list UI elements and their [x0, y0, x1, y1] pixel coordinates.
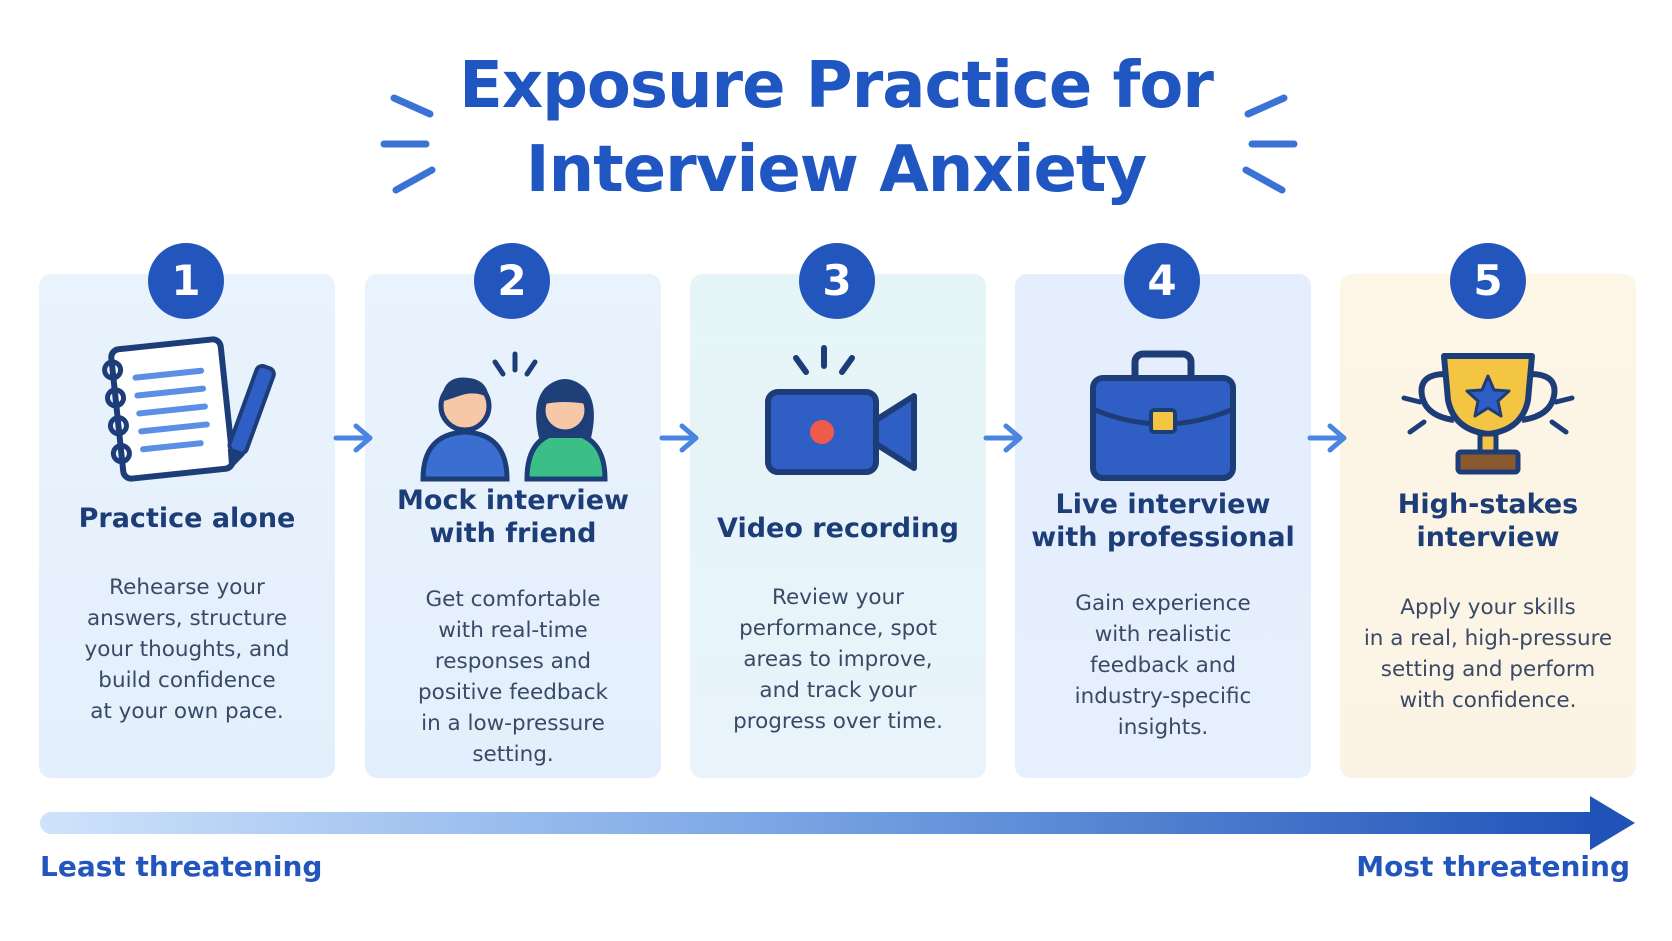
step-card-3: Video recording Review your performance,… [690, 274, 986, 778]
right-burst-icon [1232, 86, 1302, 196]
arrow-right-icon [983, 423, 1023, 453]
title-line-2: Interview Anxiety [525, 133, 1147, 207]
step-number-badge-2: 2 [474, 243, 550, 319]
step-label-1: Practice alone [78, 503, 296, 534]
step-number-badge-4: 4 [1124, 243, 1200, 319]
trophy-icon [1340, 334, 1636, 484]
step-description-2: Get comfortable with real-time responses… [418, 587, 608, 767]
arrow-right-icon [659, 423, 699, 453]
step-label-5: High-stakes interview [1397, 489, 1579, 553]
page-title: Exposure Practice for Interview Anxiety [386, 44, 1286, 212]
step-number-badge-3: 3 [799, 243, 875, 319]
title-line-1: Exposure Practice for [459, 49, 1214, 123]
step-description-3: Review your performance, spot areas to i… [733, 585, 943, 734]
step-number-badge-5: 5 [1450, 243, 1526, 319]
briefcase-icon [1015, 334, 1311, 484]
left-burst-icon [376, 86, 446, 196]
step-description-4: Gain experience with realistic feedback … [1074, 591, 1252, 740]
step-card-4: Live interview with professional Gain ex… [1015, 274, 1311, 778]
threat-scale-arrow [40, 796, 1635, 850]
step-description-5: Apply your skills in a real, high-pressu… [1363, 595, 1613, 713]
step-label-4: Live interview with professional [1031, 489, 1295, 553]
most-threatening-label: Most threatening [1356, 850, 1630, 883]
least-threatening-label: Least threatening [40, 850, 323, 883]
video-camera-icon [690, 334, 986, 484]
arrow-right-icon [333, 423, 373, 453]
step-card-1: Practice alone Rehearse your answers, st… [39, 274, 335, 778]
notebook-pen-icon [39, 334, 335, 484]
step-card-5: High-stakes interview Apply your skills … [1340, 274, 1636, 778]
arrow-right-icon [1307, 423, 1347, 453]
two-people-talking-icon [365, 334, 661, 484]
step-label-3: Video recording [717, 513, 959, 544]
step-label-2: Mock interview with friend [397, 485, 629, 549]
step-card-2: Mock interview with friend Get comfortab… [365, 274, 661, 778]
step-number-badge-1: 1 [148, 243, 224, 319]
step-description-1: Rehearse your answers, structure your th… [84, 575, 290, 724]
